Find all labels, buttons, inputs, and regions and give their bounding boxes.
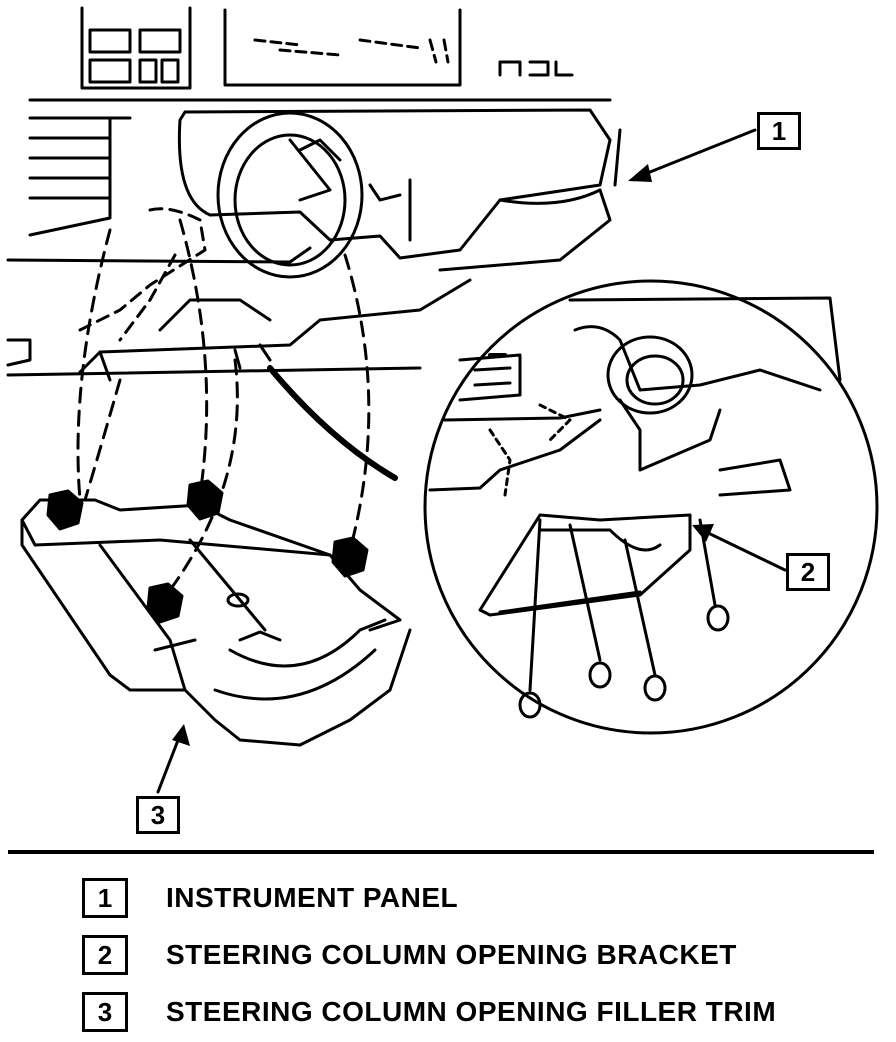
detail-leader xyxy=(267,365,398,481)
callout-arrows xyxy=(156,128,787,794)
bracket-screws xyxy=(518,518,730,719)
legend-label: STEERING COLUMN OPENING BRACKET xyxy=(166,939,737,970)
legend-item-3: 3 STEERING COLUMN OPENING FILLER TRIM xyxy=(82,990,776,1034)
dash-edge xyxy=(6,98,612,377)
legend-label: STEERING COLUMN OPENING FILLER TRIM xyxy=(166,996,777,1027)
legend-number: 2 xyxy=(82,935,128,975)
legend-item-2: 2 STEERING COLUMN OPENING BRACKET xyxy=(82,933,737,977)
legend-number: 1 xyxy=(82,878,128,918)
trim-ghost xyxy=(78,207,207,342)
legend-divider xyxy=(8,850,874,854)
trim-clips xyxy=(46,479,369,624)
instrument-panel-opening xyxy=(177,108,622,279)
detail-view xyxy=(423,279,879,735)
callout-3: 3 xyxy=(136,796,180,834)
installation-path xyxy=(76,218,371,592)
panel-underside xyxy=(78,278,472,382)
legend-label: INSTRUMENT PANEL xyxy=(166,882,459,913)
callout-2: 2 xyxy=(786,553,830,591)
legend-item-1: 1 INSTRUMENT PANEL xyxy=(82,876,458,920)
gauge-cluster xyxy=(80,6,574,90)
legend-number: 3 xyxy=(82,992,128,1032)
callout-1: 1 xyxy=(757,112,801,150)
